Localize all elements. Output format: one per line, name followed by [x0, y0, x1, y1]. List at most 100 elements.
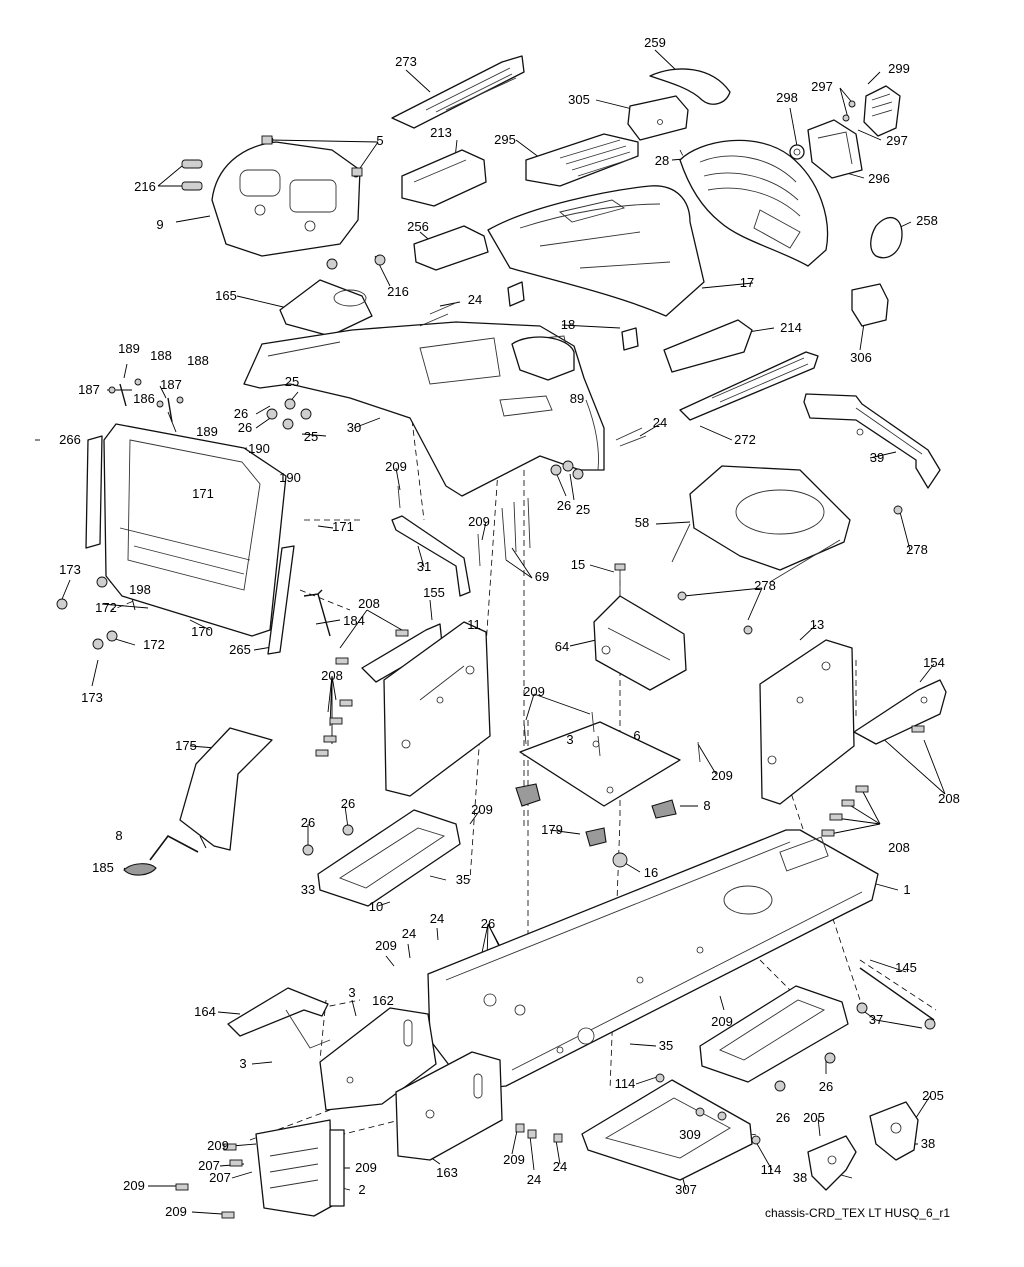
part-38-bracket-left	[807, 1135, 857, 1191]
callout-33: 33	[300, 882, 316, 897]
part-185-pedal	[123, 863, 157, 876]
callout-25: 25	[284, 374, 300, 389]
part-272-grille-strip	[679, 351, 819, 421]
callout-216: 216	[387, 284, 409, 299]
part-15-bolt	[614, 563, 626, 594]
callout-209: 209	[123, 1178, 145, 1193]
part-2-rear-plate	[255, 1119, 345, 1217]
callout-297: 297	[811, 79, 833, 94]
callout-26: 26	[775, 1110, 791, 1125]
part-1-main-frame	[427, 829, 879, 1091]
callout-187: 187	[160, 377, 182, 392]
part-307-tray	[581, 1079, 753, 1181]
part-298-grommet	[789, 144, 805, 160]
callout-162: 162	[372, 993, 394, 1008]
part-38-bracket-right	[869, 1101, 919, 1161]
part-186-189-linkage	[108, 378, 184, 423]
part-209-3-bolts-center	[523, 711, 701, 763]
callout-2: 2	[358, 1182, 366, 1197]
callout-64: 64	[554, 639, 570, 654]
part-145-rod	[856, 967, 936, 1030]
part-184-rod	[303, 589, 331, 637]
part-295-vent-grille	[525, 133, 639, 187]
part-16-nut	[612, 852, 628, 868]
callout-24: 24	[526, 1172, 542, 1187]
part-170-rear-panel	[103, 423, 287, 637]
callout-165: 165	[215, 288, 237, 303]
callout-39: 39	[869, 450, 885, 465]
callout-205: 205	[922, 1088, 944, 1103]
part-155-bracket	[361, 623, 443, 683]
part-213-dash-panel	[401, 149, 487, 207]
callout-187: 187	[78, 382, 100, 397]
callout-278: 278	[906, 542, 928, 557]
part-58-fuel-tank-support	[671, 465, 851, 583]
callout-24: 24	[429, 911, 445, 926]
part-6-mounting-plate	[519, 721, 681, 807]
callout-8: 8	[703, 798, 711, 813]
callout-190: 190	[248, 441, 270, 456]
callout-190: 190	[279, 470, 301, 485]
callout-164: 164	[194, 1004, 216, 1019]
callout-189: 189	[118, 341, 140, 356]
callout-207: 207	[209, 1170, 231, 1185]
callout-170: 170	[191, 624, 213, 639]
callout-209: 209	[207, 1138, 229, 1153]
callout-16: 16	[643, 865, 659, 880]
part-162-side-plate	[319, 1007, 437, 1111]
part-89-seat-pan	[511, 336, 575, 381]
part-25-26-hardware	[266, 398, 584, 480]
part-17-hood	[487, 185, 705, 317]
callout-171: 171	[192, 486, 214, 501]
callout-171: 171	[332, 519, 354, 534]
callout-26: 26	[300, 815, 316, 830]
callout-18: 18	[560, 317, 576, 332]
callout-145: 145	[895, 960, 917, 975]
part-175-pedal-cover	[179, 727, 273, 851]
part-216-knobs	[181, 159, 386, 270]
callout-198: 198	[129, 582, 151, 597]
callout-17: 17	[739, 275, 755, 290]
callout-208: 208	[938, 791, 960, 806]
callout-11: 11	[467, 617, 481, 632]
callout-306: 306	[850, 350, 872, 365]
callout-209: 209	[375, 938, 397, 953]
callout-209: 209	[165, 1204, 187, 1219]
callout-31: 31	[416, 559, 432, 574]
callout-259: 259	[644, 35, 666, 50]
part-179-pedal-rod	[149, 834, 199, 861]
part-24-bolts	[419, 301, 647, 447]
callout-256: 256	[407, 219, 429, 234]
callout-298: 298	[776, 90, 798, 105]
callout-3: 3	[566, 732, 574, 747]
callout-186: 186	[133, 391, 155, 406]
callout-25: 25	[575, 502, 591, 517]
callout-297: 297	[886, 133, 908, 148]
part-30-fender	[243, 321, 605, 497]
callout-185: 185	[92, 860, 114, 875]
callout-10: 10	[368, 899, 384, 914]
callout-205: 205	[803, 1110, 825, 1125]
callout-296: 296	[868, 171, 890, 186]
callout-209: 209	[355, 1160, 377, 1175]
part-64-mount	[593, 595, 687, 691]
callout-13: 13	[809, 617, 825, 632]
callout-188: 188	[150, 348, 172, 363]
callout-299: 299	[888, 61, 910, 76]
callout-15: 15	[570, 557, 586, 572]
callout-26: 26	[340, 796, 356, 811]
callout-26: 26	[233, 406, 249, 421]
callout-213: 213	[430, 125, 452, 140]
part-28-front-grille-housing	[679, 139, 829, 267]
callout-155: 155	[423, 585, 445, 600]
part-305-light-block	[627, 95, 689, 141]
callout-208: 208	[888, 840, 910, 855]
callout-214: 214	[780, 320, 802, 335]
callout-3: 3	[239, 1056, 247, 1071]
callout-209: 209	[503, 1152, 525, 1167]
callout-207: 207	[198, 1158, 220, 1173]
part-172-173-hardware	[56, 576, 118, 650]
callout-38: 38	[792, 1170, 808, 1185]
